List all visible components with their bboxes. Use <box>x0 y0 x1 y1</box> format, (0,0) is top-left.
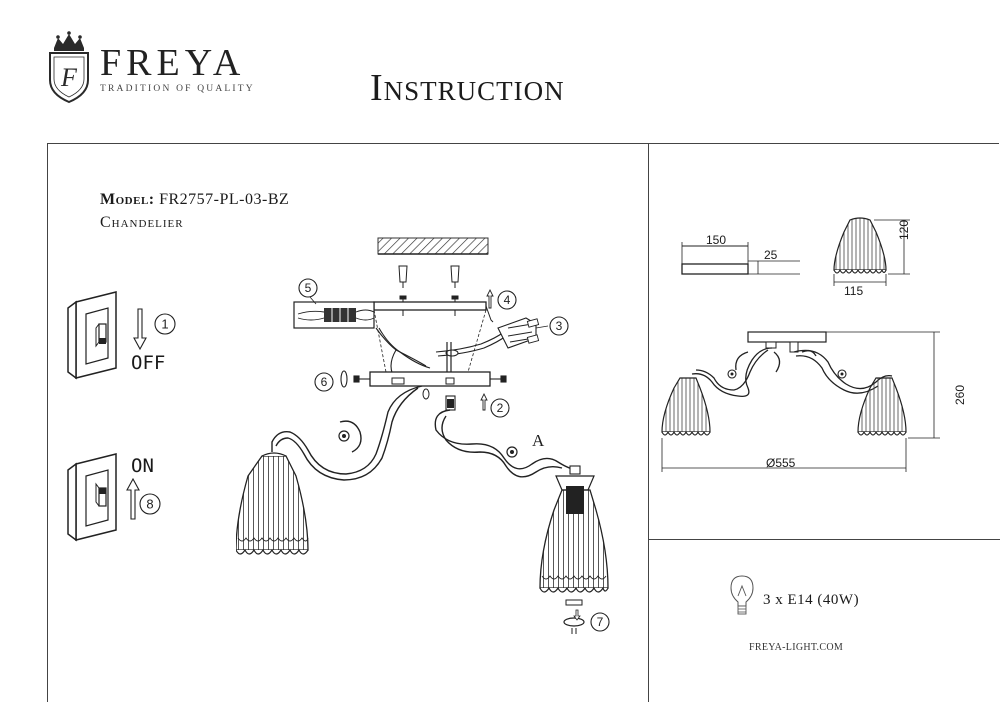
canopy-width-label: 150 <box>706 233 727 247</box>
model-label: Model: <box>100 191 155 208</box>
canopy <box>369 371 491 387</box>
wall-switch-off-icon <box>67 291 117 380</box>
step-7-number: 7 <box>597 615 604 629</box>
mounting-plate <box>373 301 487 311</box>
shade-dimension-drawing <box>833 217 910 286</box>
canopy-dimension-drawing <box>681 242 800 275</box>
total-diameter-label: Ø555 <box>766 456 796 470</box>
switch-on-label: ON <box>131 455 154 477</box>
arrow-down-icon <box>133 308 147 350</box>
front-elevation-drawing <box>661 331 940 472</box>
total-height-label: 260 <box>953 384 967 405</box>
model-line: Model: FR2757-PL-03-BZ <box>100 191 289 209</box>
shade-height-label: 120 <box>897 219 911 240</box>
canopy-height-label: 25 <box>764 248 778 262</box>
step-4-number: 4 <box>504 293 511 307</box>
ceiling-hatch <box>377 237 489 255</box>
right-arm <box>434 409 579 478</box>
callout-a: A <box>532 431 545 450</box>
page-title: Instruction <box>370 67 565 109</box>
left-shade <box>236 452 309 555</box>
content-frame <box>47 143 999 702</box>
light-bulb-icon <box>730 575 754 615</box>
step-8-badge: 8 <box>139 493 161 515</box>
product-type: Chandelier <box>100 214 184 231</box>
website-link[interactable]: FREYA-LIGHT.COM <box>749 642 844 653</box>
panel-divider-horizontal <box>648 539 1000 540</box>
bulb-spec: 3 x E14 (40W) <box>763 592 860 608</box>
step-5-number: 5 <box>305 281 312 295</box>
step-6-number: 6 <box>321 375 328 389</box>
step-3-number: 3 <box>556 319 563 333</box>
step-1-number: 1 <box>161 317 168 332</box>
switch-off-label: OFF <box>131 352 166 374</box>
step-2-number: 2 <box>497 401 504 415</box>
assembly-diagram: 4 5 3 6 2 <box>236 237 610 634</box>
step-8-number: 8 <box>146 497 153 512</box>
brand-crest-initial: F <box>60 63 78 92</box>
brand-crest-icon: F <box>49 31 89 104</box>
left-arm <box>271 385 423 481</box>
panel-divider-vertical <box>648 143 649 702</box>
arrow-up-icon <box>126 478 140 520</box>
model-value: FR2757-PL-03-BZ <box>159 191 290 208</box>
brand-tagline: TRADITION OF QUALITY <box>100 84 255 94</box>
shade-diameter-label: 115 <box>844 284 864 298</box>
brand-name: FREYA <box>100 42 246 84</box>
step-1-badge: 1 <box>154 313 176 335</box>
right-shade <box>539 465 609 606</box>
wall-switch-on-icon <box>67 453 117 542</box>
